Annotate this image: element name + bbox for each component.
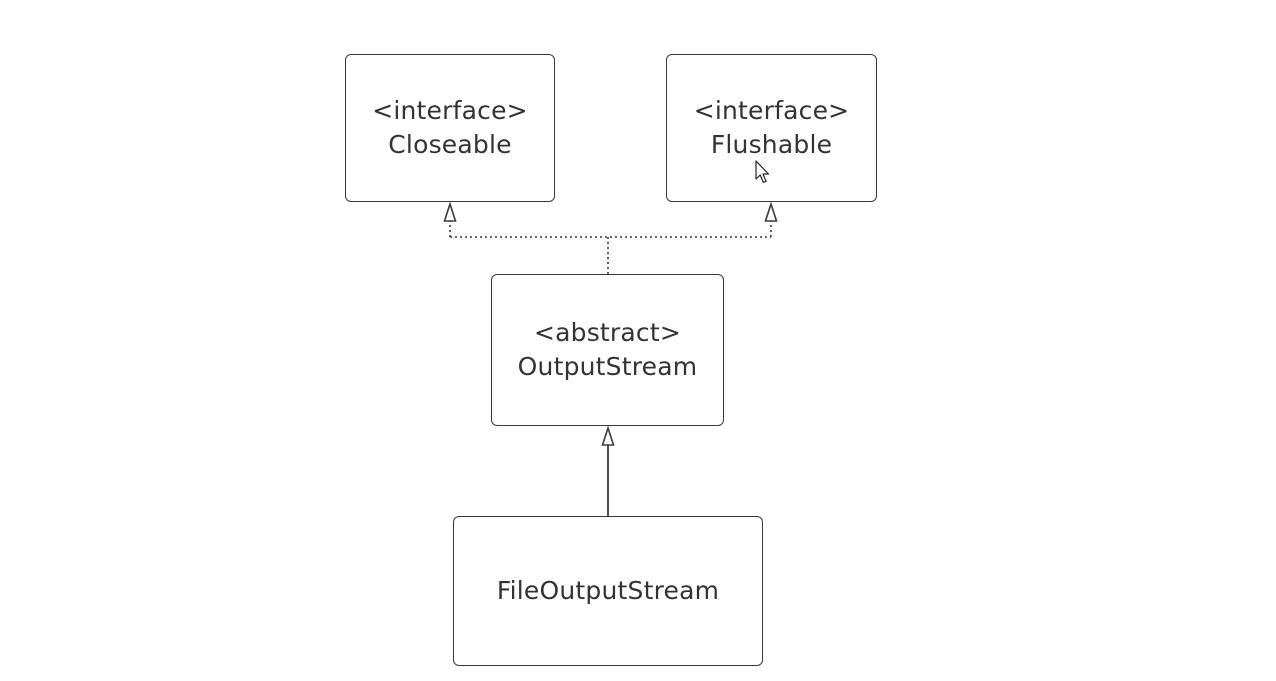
fileoutputstream-class-node[interactable]: FileOutputStream [453, 516, 763, 666]
closeable-interface-node[interactable]: <interface> Closeable [345, 54, 555, 202]
closeable-stereotype: <interface> [372, 96, 528, 125]
flushable-interface-node[interactable]: <interface> Flushable [666, 54, 877, 202]
flushable-arrowhead-icon [764, 201, 778, 222]
fileoutputstream-name: FileOutputStream [496, 576, 720, 605]
flushable-stereotype: <interface> [693, 96, 850, 125]
outputstream-stereotype: <abstract> [533, 318, 682, 347]
outputstream-abstract-node[interactable]: <abstract> OutputStream [491, 274, 724, 426]
outputstream-name: OutputStream [517, 352, 698, 381]
outputstream-arrowhead-icon [601, 425, 615, 446]
flushable-name: Flushable [710, 130, 833, 159]
closeable-arrowhead-icon [443, 201, 457, 222]
closeable-name: Closeable [388, 130, 512, 159]
mouse-pointer-icon [755, 160, 770, 184]
realization-connector [449, 221, 772, 274]
